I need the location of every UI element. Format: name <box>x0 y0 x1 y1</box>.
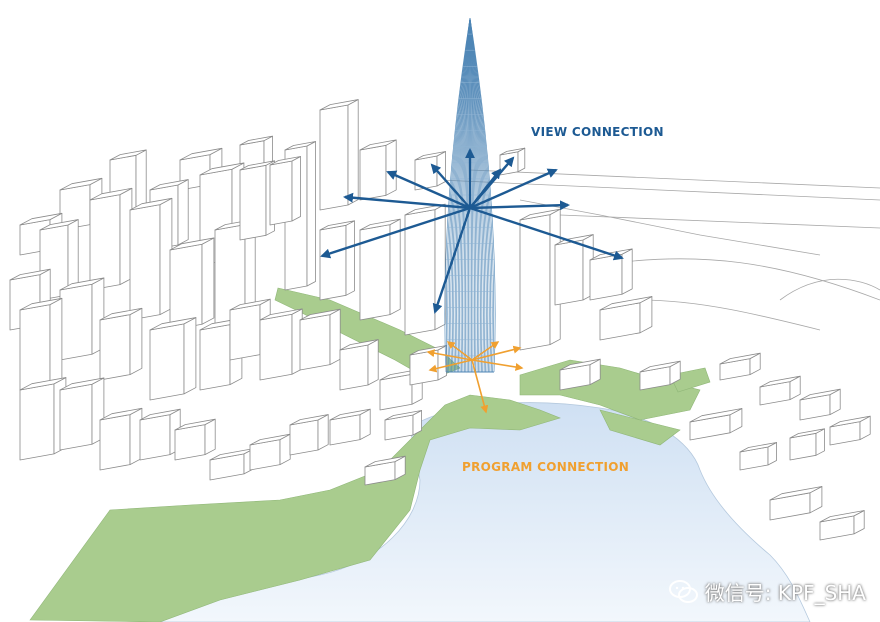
view-connection-arrows <box>320 148 624 314</box>
program-connection-arrows <box>426 341 524 414</box>
supertall-tower <box>444 17 496 373</box>
wechat-watermark: 微信号: KPF_SHA <box>668 577 866 606</box>
wechat-icon <box>668 579 698 603</box>
lake <box>159 402 811 622</box>
program-connection-label: PROGRAM CONNECTION <box>462 460 630 474</box>
riverbank-area <box>439 169 880 331</box>
building-massing <box>9 99 871 541</box>
view-connection-label: VIEW CONNECTION <box>531 125 664 139</box>
watermark-text: 微信号: KPF_SHA <box>704 581 866 605</box>
